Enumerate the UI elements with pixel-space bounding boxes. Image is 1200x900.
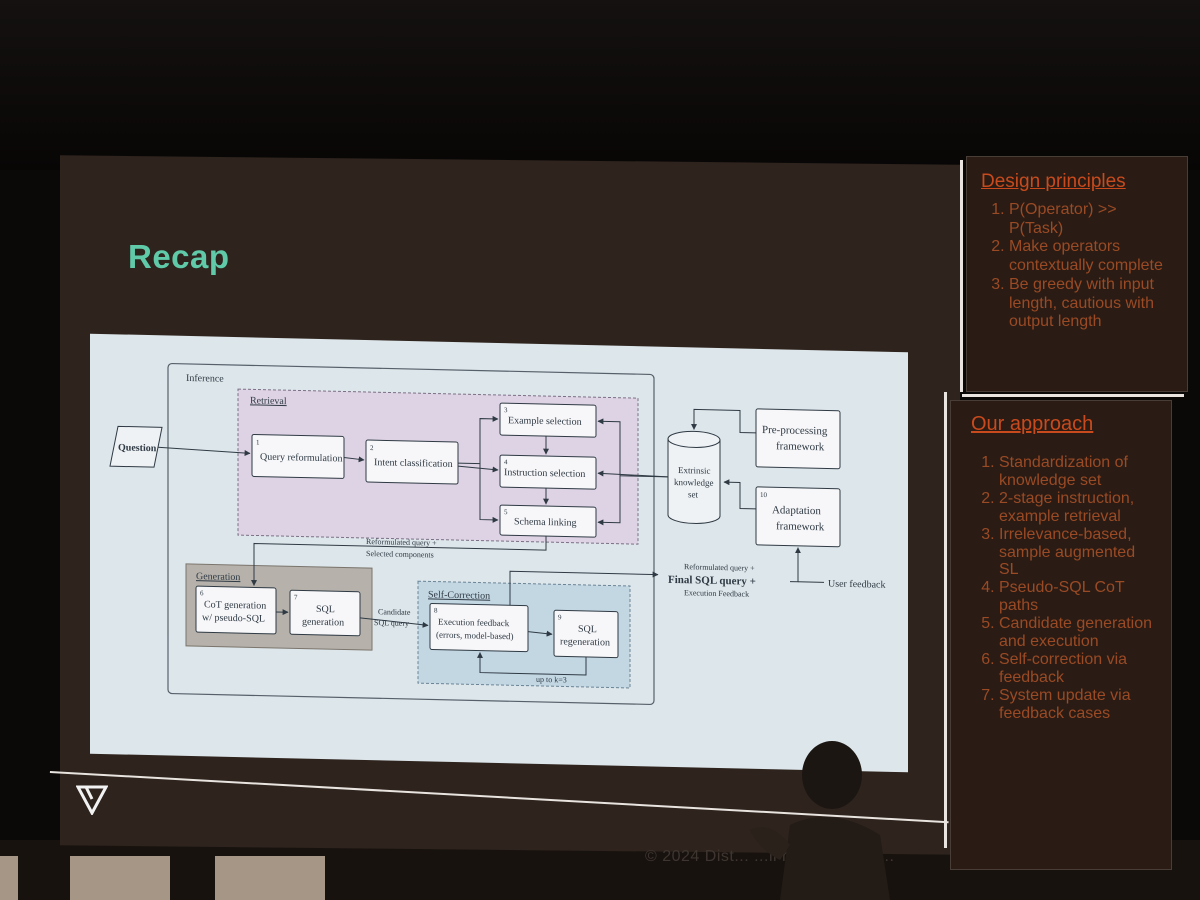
inference-label: Inference [186,373,224,385]
adaptation-framework: 10 Adaptation framework [755,486,841,548]
list-item: Make operators contextually complete [1009,238,1175,275]
design-principles-title: Design principles [981,171,1126,192]
node-label: Schema linking [514,516,576,528]
node-num: 6 [200,589,204,597]
self-correction-label: Self-Correction [428,589,490,601]
list-item: Candidate generation and execution [999,615,1159,651]
diagram-svg: Inference Retrieval Generation Self-Corr… [109,362,885,706]
reformulated-label-2: Selected components [366,549,434,560]
knowledge-label-3: set [688,489,698,499]
node-query-reformulation: 1 Query reformulation [251,433,345,479]
node-num: 1 [256,438,260,446]
node-label: Instruction selection [504,467,585,480]
room-ceiling [0,0,1200,170]
our-approach-panel: Our approach Standardization of knowledg… [950,400,1172,870]
list-item: P(Operator) >> P(Task) [1009,201,1175,238]
preprocessing-label-1: Pre-processing [762,424,828,437]
design-principles-list: P(Operator) >> P(Task) Make operators co… [981,201,1175,332]
presenter-silhouette [750,741,890,900]
panel-divider [960,160,963,392]
list-item: Self-correction via feedback [999,651,1159,687]
candidate-label-1: Candidate [378,607,411,617]
retrieval-label: Retrieval [250,395,287,407]
node-num: 8 [434,607,438,615]
node-label-1: SQL [316,604,335,615]
node-num: 10 [760,491,767,499]
preprocessing-framework: Pre-processing framework [755,408,841,470]
node-sql-generation: 7 SQL generation [289,589,361,637]
candidate-label-2: SQL query [374,618,409,628]
final-label-2: Final SQL query + [668,574,756,588]
node-schema-linking: 5 Schema linking [499,504,597,538]
list-item: Pseudo-SQL CoT paths [999,579,1159,615]
node-cot-generation: 6 CoT generation w/ pseudo-SQL [195,585,277,635]
generation-label: Generation [196,571,240,583]
list-item: Be greedy with input length, cautious wi… [1009,276,1175,332]
node-num: 9 [558,613,562,621]
knowledge-label-2: knowledge [674,477,713,488]
node-num: 2 [370,444,374,452]
panel-divider [944,392,947,848]
triangle-logo-icon [76,785,108,815]
node-label-2: generation [302,617,344,629]
user-feedback-label: User feedback [828,578,885,590]
node-label-1: Execution feedback [438,617,510,629]
preprocessing-label-2: framework [776,440,825,453]
panel-divider [962,394,1184,397]
node-label-2: w/ pseudo-SQL [202,612,265,624]
node-label: Query reformulation [260,452,342,465]
list-item: System update via feedback cases [999,687,1159,723]
node-label-2: (errors, model-based) [436,630,513,642]
list-item: Standardization of knowledge set [999,454,1159,490]
adaptation-label-2: framework [776,520,825,533]
our-approach-list: Standardization of knowledge set 2-stage… [971,454,1159,723]
chair [0,856,18,900]
final-label-3: Execution Feedback [684,588,749,598]
node-num: 7 [294,593,298,601]
node-label-1: CoT generation [204,599,266,611]
slide-title: Recap [128,238,230,275]
chair [70,856,170,900]
our-approach-title: Our approach [971,413,1094,435]
node-intent-classification: 2 Intent classification [365,439,459,485]
node-label: Intent classification [374,457,453,470]
node-label-2: regeneration [560,636,610,648]
node-sql-regeneration: 9 SQL regeneration [553,609,619,659]
list-item: Irrelevance-based, sample augmented SL [999,526,1159,580]
list-item: 2-stage instruction, example retrieval [999,490,1159,526]
node-label: Example selection [508,415,582,428]
node-num: 3 [504,406,508,414]
reformulated-label-1: Reformulated query + [366,537,437,548]
knowledge-label-1: Extrinsic [678,465,710,476]
node-example-selection: 3 Example selection [499,402,597,438]
architecture-diagram: Inference Retrieval Generation Self-Corr… [90,333,908,773]
chair [215,856,325,900]
connectors [157,408,824,676]
node-execution-feedback: 8 Execution feedback (errors, model-base… [429,602,529,653]
adaptation-label-1: Adaptation [772,504,821,517]
loop-label: up to k=3 [536,675,567,685]
knowledge-set-cylinder: Extrinsic knowledge set [667,430,721,524]
inference-frame [167,362,655,706]
node-num: 5 [504,508,508,516]
design-principles-panel: Design principles P(Operator) >> P(Task)… [966,156,1188,392]
question-label: Question [118,442,157,454]
node-label-1: SQL [578,624,597,635]
node-num: 4 [504,458,508,466]
question-node [109,425,163,468]
node-instruction-selection: 4 Instruction selection [499,454,597,490]
final-label-1: Reformulated query + [684,562,755,573]
